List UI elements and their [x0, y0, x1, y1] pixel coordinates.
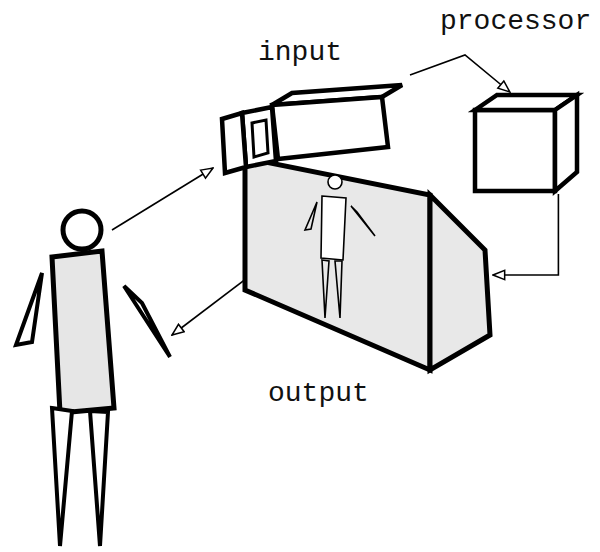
signal-arrow	[410, 55, 510, 92]
sight-arrow	[112, 168, 213, 230]
outline-face	[245, 158, 430, 370]
display-output-outline	[243, 150, 493, 375]
outline-face	[555, 95, 577, 191]
outline-face	[475, 110, 555, 191]
part-label: processor	[440, 8, 591, 36]
camera-input: input	[220, 75, 410, 185]
signal-arrow	[493, 194, 558, 275]
screen-figure	[305, 175, 375, 318]
part-label: output	[268, 380, 369, 408]
processor-cube-outline	[472, 92, 580, 194]
outline-face	[430, 195, 490, 370]
person-figure	[16, 211, 170, 546]
part-label: input	[258, 39, 342, 67]
camera-input-outline	[220, 75, 410, 185]
outline-face	[222, 113, 246, 173]
display-output: output	[243, 150, 493, 375]
processor-cube: processor	[472, 92, 580, 194]
outline-face	[272, 97, 388, 159]
outline-face	[252, 120, 268, 157]
